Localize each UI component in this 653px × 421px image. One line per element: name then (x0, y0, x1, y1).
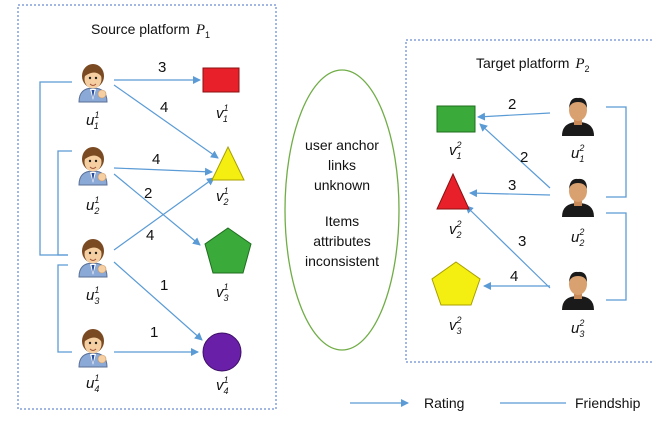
target-rating-arrows (465, 112, 551, 290)
rating-label-t3-w3: 4 (510, 268, 518, 285)
friendship-t2-t3 (606, 212, 627, 301)
rating-label-t1-w1: 2 (508, 96, 516, 113)
rating-label-u3-v2: 4 (146, 227, 154, 244)
rating-arrow-t1-w1 (477, 112, 551, 121)
source-platform-frame (17, 4, 277, 410)
user-avatar-source-2 (78, 146, 108, 186)
note-line-5: attributes (313, 233, 371, 249)
user-avatar-target-3 (562, 271, 594, 310)
rating-arrow-u3-v4 (113, 261, 203, 341)
rating-arrow-u2-v3 (113, 173, 201, 246)
note-line-3: unknown (314, 177, 370, 193)
item-shape-source-3 (204, 227, 252, 274)
item-shape-target-1 (436, 105, 476, 133)
item-shape-source-4 (202, 332, 242, 372)
rating-arrow-t2-w2 (469, 189, 551, 198)
rating-label-u1-v1: 3 (158, 59, 166, 76)
rating-label-u2-v2: 4 (152, 151, 160, 168)
item-shape-source-2 (211, 145, 245, 181)
center-oval (284, 69, 400, 351)
user-avatar-target-1 (562, 97, 594, 136)
rating-label-u3-v4: 1 (160, 277, 168, 294)
user-avatar-source-3 (78, 238, 108, 278)
rating-label-t3-w2: 3 (518, 233, 526, 250)
rating-label-t2-w1: 2 (520, 149, 528, 166)
rating-arrow-u3-v2 (113, 177, 215, 251)
note-line-2: links (328, 157, 356, 173)
friendship-u1-u3 (39, 81, 72, 256)
rating-label-u2-v3: 2 (144, 185, 152, 202)
legend-rating-label: Rating (424, 395, 464, 411)
note-line-6: inconsistent (305, 253, 379, 269)
source-friendship-lines (39, 81, 72, 353)
friendship-u2-u3 (57, 150, 72, 256)
legend-friendship-label: Friendship (575, 395, 641, 411)
friendship-t1-t2 (606, 106, 627, 198)
target-platform-frame (405, 39, 653, 363)
item-shape-target-2 (436, 172, 470, 210)
rating-arrow-t2-w1 (479, 123, 551, 189)
rating-arrow-t3-w2 (465, 205, 551, 289)
user-avatar-source-4 (78, 328, 108, 368)
source-rating-arrows (113, 76, 219, 356)
item-shape-source-1 (202, 67, 240, 93)
rating-label-t2-w2: 3 (508, 177, 516, 194)
rating-label-u4-v4: 1 (150, 324, 158, 341)
target-friendship-lines (606, 106, 627, 301)
friendship-u3-u4 (57, 264, 72, 353)
note-line-4: Items (325, 213, 359, 229)
rating-arrow-u2-v2 (113, 167, 213, 176)
note-line-1: user anchor (305, 137, 379, 153)
user-avatar-source-1 (78, 63, 108, 103)
user-avatar-target-2 (562, 178, 594, 217)
rating-label-u1-v2: 4 (160, 99, 168, 116)
item-shape-target-3 (431, 261, 481, 306)
rating-arrow-u1-v2 (113, 84, 219, 159)
